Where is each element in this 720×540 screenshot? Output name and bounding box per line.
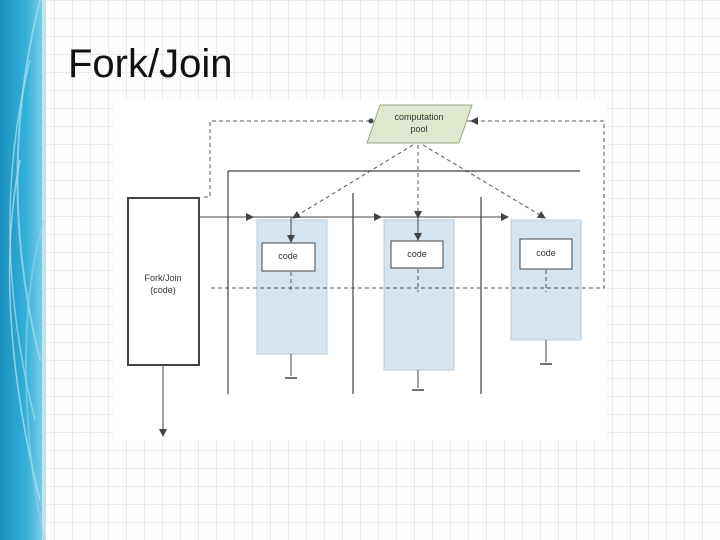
decorative-left-stripe <box>0 0 46 540</box>
fork-join-diagram: computation pool Fork/Join (code) code c… <box>113 100 607 440</box>
code-box-2-label: code <box>407 249 427 259</box>
pool-label-line1: computation <box>394 112 443 122</box>
code-box-2 <box>390 240 444 269</box>
pool-label-line2: pool <box>410 124 427 134</box>
task-column-1 <box>256 219 328 355</box>
code-box-3-label: code <box>536 248 556 258</box>
forkjoin-label-line2: (code) <box>150 285 176 295</box>
computation-pool <box>366 104 473 144</box>
slide-title: Fork/Join <box>68 42 233 86</box>
code-box-1-label: code <box>278 251 298 261</box>
pool-dashed-loop <box>204 120 605 289</box>
code-box-3 <box>519 238 573 270</box>
pool-connector-dot <box>368 118 374 124</box>
pool-dispatch-right <box>422 144 546 219</box>
pool-dispatch-left <box>292 144 414 219</box>
code-box-1 <box>261 242 316 272</box>
forkjoin-label-line1: Fork/Join <box>144 273 181 283</box>
